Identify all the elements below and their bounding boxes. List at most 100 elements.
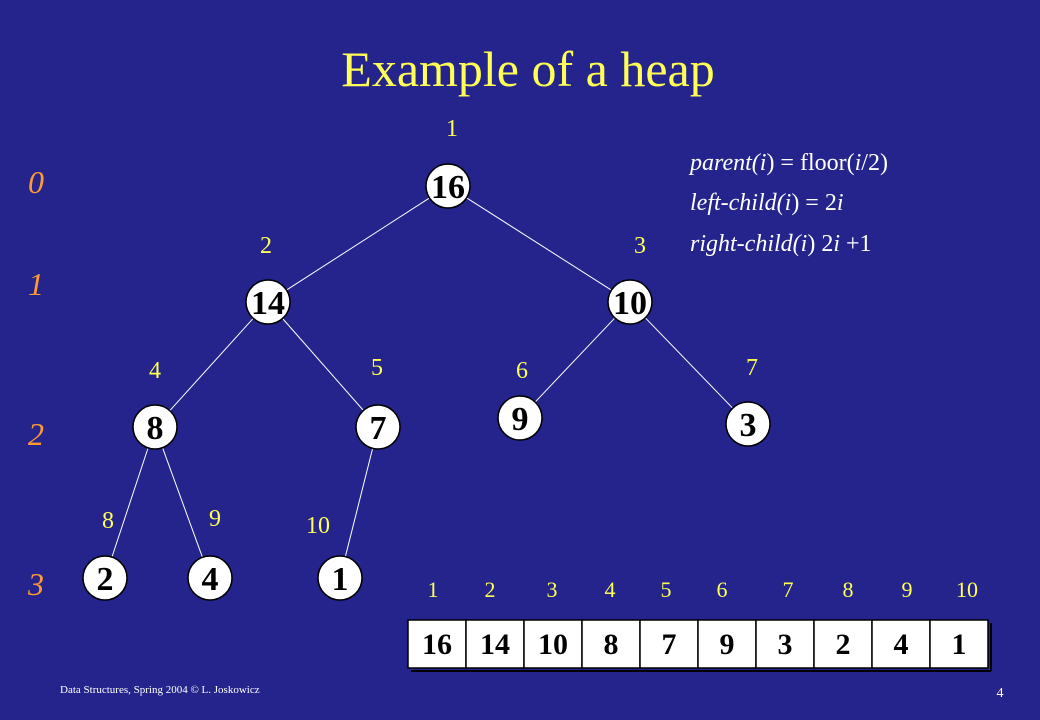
edge-2-5 xyxy=(282,318,364,411)
array-cell-value: 16 xyxy=(422,628,452,661)
array-cell-box xyxy=(407,619,467,669)
node-value: 9 xyxy=(512,401,529,438)
node-index: 1 xyxy=(446,116,458,142)
array-cell-box xyxy=(697,619,757,669)
tree-node-3: 103 xyxy=(607,233,653,325)
formula-segment: right-child( xyxy=(690,231,803,257)
node-value: 14 xyxy=(251,285,285,322)
edge-2-4 xyxy=(169,317,254,412)
level-label-1: 1 xyxy=(28,266,44,302)
formula-segment: parent( xyxy=(688,150,762,176)
array-index-3: 3 xyxy=(547,577,558,602)
tree-node-8: 28 xyxy=(82,508,128,601)
array-cell-value: 14 xyxy=(480,628,510,661)
tree-node-10: 110 xyxy=(306,513,363,601)
array-cell-value: 1 xyxy=(952,628,967,661)
node-index: 2 xyxy=(260,233,272,259)
array-index-5: 5 xyxy=(661,577,672,602)
tree-node-1: 16 1 xyxy=(425,116,471,209)
formula-segment: i xyxy=(760,150,767,176)
page-number: 4 xyxy=(997,686,1004,701)
array-cell-10: 1 xyxy=(929,619,989,669)
node-value: 16 xyxy=(431,169,465,206)
node-value: 7 xyxy=(370,410,387,447)
array-cell-9: 4 xyxy=(871,619,931,669)
array-cell-1: 16 xyxy=(407,619,467,669)
array-index-8: 8 xyxy=(843,577,854,602)
array-index-9: 9 xyxy=(902,577,913,602)
array-index-2: 2 xyxy=(485,577,496,602)
node-value: 8 xyxy=(147,410,164,447)
array-cell-5: 7 xyxy=(639,619,699,669)
array-cell-value: 2 xyxy=(836,628,851,661)
array-index-4: 4 xyxy=(605,577,616,602)
node-circle xyxy=(355,404,401,450)
node-index: 5 xyxy=(371,355,383,381)
formula-segment: i xyxy=(785,190,792,216)
tree-node-7: 37 xyxy=(725,355,771,447)
edge-4-8 xyxy=(111,447,149,558)
node-circle xyxy=(132,404,178,450)
level-labels: 0 1 2 3 xyxy=(27,164,44,602)
formula-segment: left-child( xyxy=(690,190,787,216)
node-index: 8 xyxy=(102,508,114,534)
node-circle xyxy=(607,279,653,325)
formula-line-3: right-child(i) 2i +1 xyxy=(690,231,872,257)
footer-text: Data Structures, Spring 2004 © L. Joskow… xyxy=(60,684,260,696)
formula-line-2: left-child(i) = 2i xyxy=(690,190,844,216)
formula-segment: i xyxy=(801,231,808,257)
array-cell-box xyxy=(929,619,989,669)
array-cell-value: 3 xyxy=(778,628,793,661)
array-cell-box xyxy=(813,619,873,669)
array-cell-box xyxy=(871,619,931,669)
node-index: 7 xyxy=(746,355,758,381)
node-circle xyxy=(187,555,233,601)
edge-4-9 xyxy=(162,447,203,558)
level-label-2: 2 xyxy=(28,416,44,452)
formula-line-1: parent(i) = floor(i/2) xyxy=(688,150,888,176)
tree-node-5: 75 xyxy=(355,355,401,450)
array-cell-box xyxy=(639,619,699,669)
level-label-3: 3 xyxy=(27,566,44,602)
tree-edges xyxy=(111,197,734,558)
formula-segment: i xyxy=(855,150,862,176)
formula-segment: ) = 2 xyxy=(791,190,837,216)
node-value: 4 xyxy=(202,561,219,598)
array-cell-value: 4 xyxy=(894,628,909,661)
array-cell-7: 3 xyxy=(755,619,815,669)
array-cell-8: 2 xyxy=(813,619,873,669)
slide-title: Example of a heap xyxy=(341,41,714,97)
edge-1-3 xyxy=(466,197,612,291)
array-cell-value: 7 xyxy=(662,628,677,661)
node-index: 9 xyxy=(209,506,221,532)
array-cell-value: 8 xyxy=(604,628,619,661)
array-cell-value: 10 xyxy=(538,628,568,661)
array-index-7: 7 xyxy=(783,577,794,602)
array-cell-6: 9 xyxy=(697,619,757,669)
node-value: 1 xyxy=(332,561,349,598)
tree-node-6: 96 xyxy=(497,358,543,441)
array-index-10: 10 xyxy=(956,577,978,602)
node-index: 4 xyxy=(149,358,161,384)
node-circle xyxy=(245,279,291,325)
formula-segment: i xyxy=(837,190,844,216)
formula-segment: +1 xyxy=(840,231,872,257)
array-cell-box xyxy=(581,619,641,669)
formula-segment: i xyxy=(833,231,840,257)
array-index-1: 1 xyxy=(428,577,439,602)
node-value: 3 xyxy=(740,407,757,444)
array-cell-box xyxy=(465,619,525,669)
array-cell-4: 8 xyxy=(581,619,641,669)
node-circle xyxy=(317,555,363,601)
node-value: 2 xyxy=(97,561,114,598)
node-circle xyxy=(725,401,771,447)
array-cell-box xyxy=(755,619,815,669)
tree-node-9: 49 xyxy=(187,506,233,601)
level-label-0: 0 xyxy=(28,164,44,200)
node-index: 10 xyxy=(306,513,330,539)
tree-node-2: 14 2 xyxy=(245,233,291,325)
